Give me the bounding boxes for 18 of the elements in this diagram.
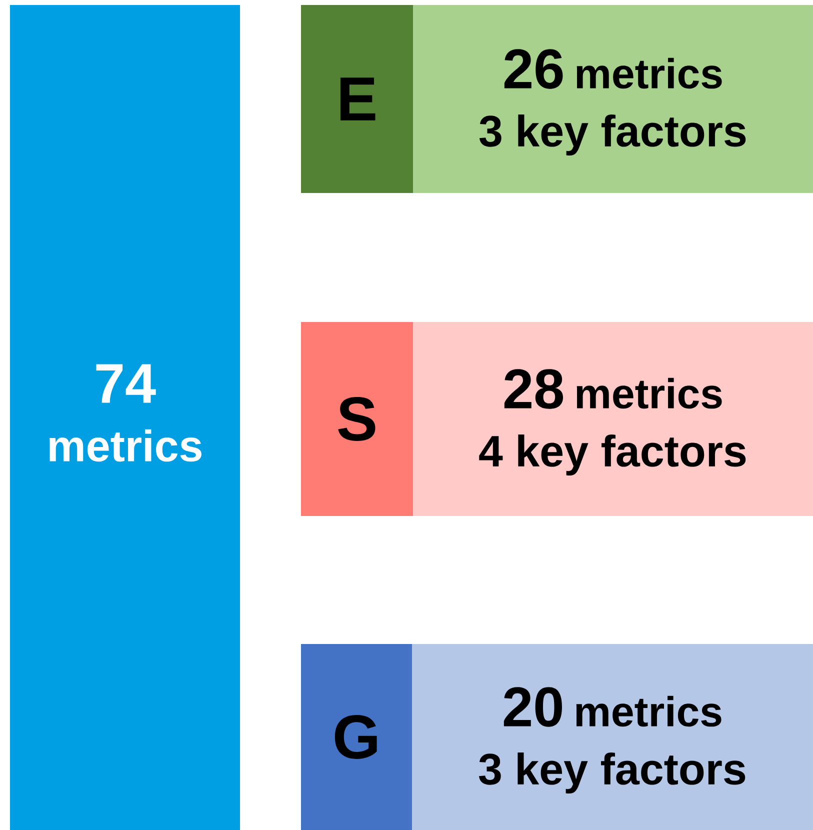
factor-count: 4 key factors [479,434,746,476]
metric-count: 28 metrics [504,369,722,409]
category-letter: S [338,397,376,441]
factor-count: 3 key factors [478,752,746,794]
info-box [412,644,813,830]
metric-label: metrics [50,429,202,462]
info-box [413,322,813,516]
total-bar [10,5,240,830]
factor-count: 3 key factors [479,114,746,156]
category-box [301,644,412,830]
category-box [301,5,413,193]
category-box [301,322,413,516]
metric-count: 20 metrics [504,687,722,727]
category-letter: G [334,715,377,759]
category-letter: E [340,78,376,120]
metric-count: 26 metrics [504,49,722,89]
metric-count: 74 [96,364,156,403]
info-box [413,5,813,193]
